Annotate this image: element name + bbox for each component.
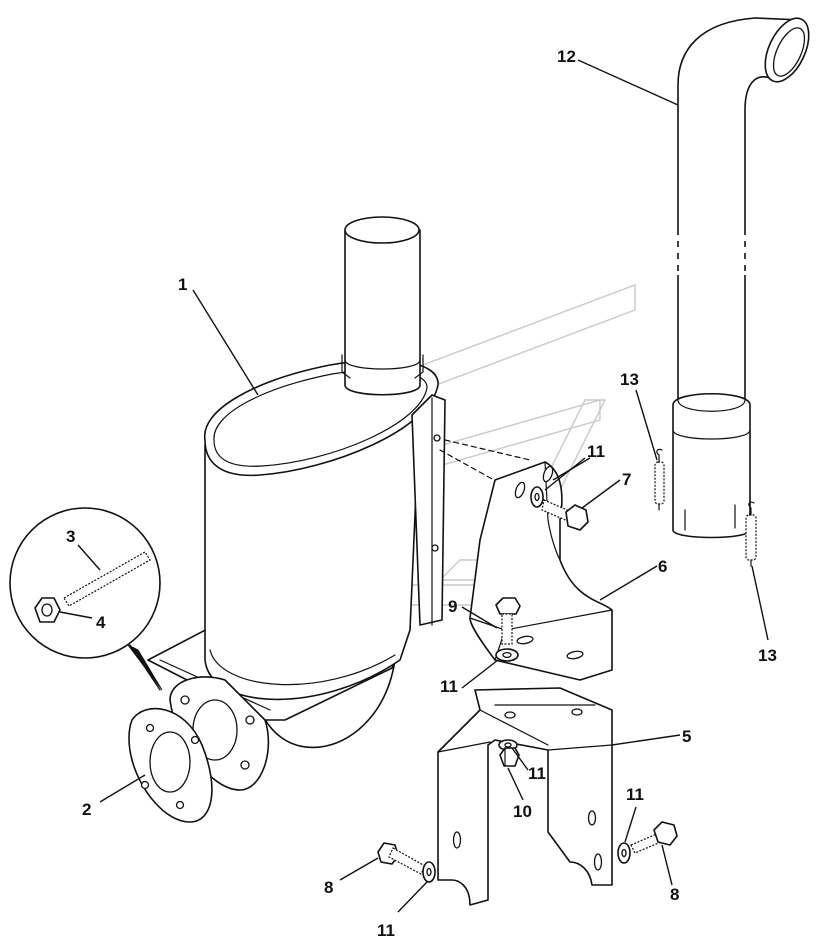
hex-bolt-8-right [630,821,678,854]
hex-bolt-9 [495,597,521,645]
hex-bolt-8-left [377,842,426,875]
callout-5: 5 [682,727,691,746]
callout-11-bottom: 11 [377,921,395,940]
callout-3: 3 [66,527,75,546]
callout-10: 10 [513,802,532,821]
callout-11-nut: 11 [528,764,546,783]
callout-8-left: 8 [324,878,333,897]
callout-9: 9 [448,597,457,616]
washer-11-right [617,842,631,864]
stud-bolt [63,551,151,607]
hex-nut [34,597,61,623]
callout-13-top: 13 [620,370,639,389]
muffler-body [147,216,446,791]
callout-4: 4 [96,613,106,632]
nut-10 [499,747,520,767]
washer-11-upper [495,648,519,662]
callout-1: 1 [178,275,187,294]
flange-gasket [128,707,213,823]
callout-6: 6 [658,557,667,576]
callout-11-middle: 11 [440,677,458,696]
spring-13-right [745,501,757,567]
callout-2: 2 [82,800,91,819]
callout-11-right: 11 [626,785,644,804]
callout-13-bottom: 13 [758,646,777,665]
washer-11-bracket [530,486,544,508]
spring-13-left [654,448,665,511]
washer-11-left [422,861,436,883]
lower-bracket [437,687,613,906]
callout-8-right: 8 [670,885,679,904]
callout-7: 7 [622,470,631,489]
callout-11-top: 11 [587,442,605,461]
hex-bolt-7 [541,499,589,531]
callout-12: 12 [557,47,576,66]
tail-pipe [672,17,810,539]
leader-lines [59,59,769,913]
callout-numbers: 1 2 3 4 5 6 7 8 8 9 10 11 11 11 11 11 12… [66,47,777,940]
stud-detail-view [9,507,163,691]
